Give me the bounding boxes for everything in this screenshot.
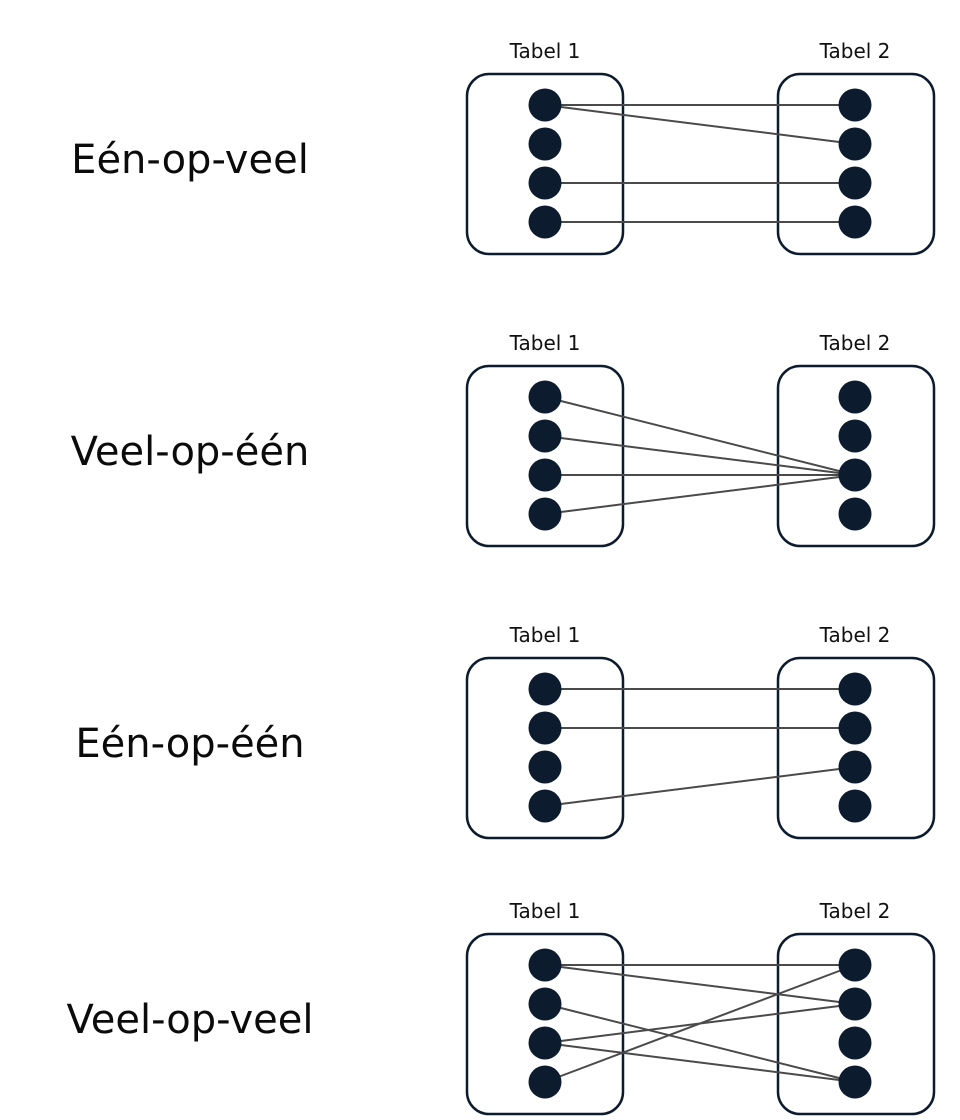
- relation-line: [544, 1003, 856, 1083]
- table-1-record-node: [528, 672, 562, 706]
- table-1-label: Tabel 1: [509, 623, 581, 647]
- table-1-box: [465, 72, 625, 256]
- table-1-record-node: [528, 166, 562, 200]
- relationship-diagram: Veel-op-veel Tabel 1 Tabel 2: [67, 899, 936, 1116]
- table-1-record-node: [528, 380, 562, 414]
- table-1-record-node: [528, 1065, 562, 1099]
- relationship-title: Veel-op-veel: [67, 997, 314, 1043]
- table-2-record-node: [838, 458, 872, 492]
- relationship-title: Eén-op-veel: [71, 137, 309, 183]
- relation-line: [544, 964, 856, 1005]
- relation-line: [544, 964, 856, 1083]
- relationship-title: Veel-op-één: [71, 429, 310, 475]
- table-2-label: Tabel 2: [819, 623, 891, 647]
- table-1-record-node: [528, 948, 562, 982]
- table-2-record-node: [838, 750, 872, 784]
- relationship-diagram: Eén-op-veel Tabel 1 Tabel 2: [71, 39, 936, 256]
- table-1-label: Tabel 1: [509, 899, 581, 923]
- relation-line: [544, 396, 856, 476]
- table-2-label: Tabel 2: [819, 331, 891, 355]
- table-2-record-node: [838, 166, 872, 200]
- table-1-record-node: [528, 419, 562, 453]
- relationship-diagram: Eén-op-één Tabel 1 Tabel 2: [75, 623, 936, 840]
- table-2-label: Tabel 2: [819, 899, 891, 923]
- table-2-record-node: [838, 672, 872, 706]
- table-2-record-node: [838, 497, 872, 531]
- table-1-record-node: [528, 205, 562, 239]
- table-2-record-node: [838, 127, 872, 161]
- table-2-record-node: [838, 205, 872, 239]
- table-2-record-node: [838, 1026, 872, 1060]
- table-2-record-node: [838, 380, 872, 414]
- table-2-record-node: [838, 1065, 872, 1099]
- table-2-record-node: [838, 987, 872, 1021]
- table-1-record-node: [528, 987, 562, 1021]
- table-2-record-node: [838, 789, 872, 823]
- table-1-record-node: [528, 88, 562, 122]
- relation-line: [544, 474, 856, 515]
- relation-line: [544, 1042, 856, 1083]
- table-2-record-node: [838, 711, 872, 745]
- table-2-label: Tabel 2: [819, 39, 891, 63]
- table-2-box: [776, 932, 936, 1116]
- table-1-box: [465, 364, 625, 548]
- relationship-title: Eén-op-één: [75, 721, 304, 767]
- relation-line: [544, 766, 856, 807]
- table-1-label: Tabel 1: [509, 39, 581, 63]
- table-1-record-node: [528, 711, 562, 745]
- table-1-box: [465, 656, 625, 840]
- table-1-record-node: [528, 127, 562, 161]
- table-1-record-node: [528, 458, 562, 492]
- table-2-record-node: [838, 88, 872, 122]
- table-1-label: Tabel 1: [509, 331, 581, 355]
- table-2-record-node: [838, 419, 872, 453]
- table-1-record-node: [528, 750, 562, 784]
- table-1-record-node: [528, 1026, 562, 1060]
- table-2-box: [776, 656, 936, 840]
- table-1-record-node: [528, 497, 562, 531]
- relation-line: [544, 435, 856, 476]
- relationship-diagram: Veel-op-één Tabel 1 Tabel 2: [71, 331, 936, 548]
- table-2-box: [776, 72, 936, 256]
- relation-line: [544, 104, 856, 145]
- table-1-record-node: [528, 789, 562, 823]
- table-2-record-node: [838, 948, 872, 982]
